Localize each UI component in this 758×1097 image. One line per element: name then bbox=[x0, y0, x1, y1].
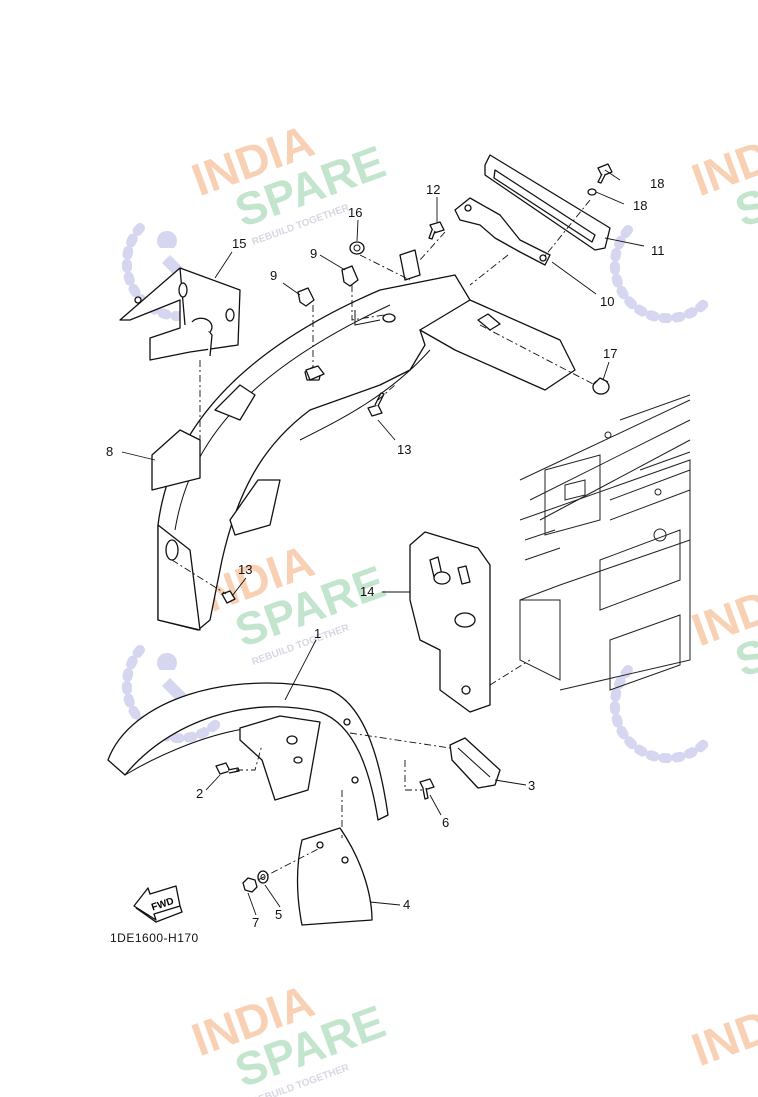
callout-16: 18 bbox=[650, 176, 664, 191]
callout-3: 3 bbox=[528, 778, 535, 793]
watermark-logo: INDIA SPARE REBUILD TOGETHER bbox=[185, 114, 392, 248]
watermark-wrench-icon bbox=[609, 665, 713, 764]
callout-6: 6 bbox=[442, 815, 449, 830]
callout-12: 11 bbox=[651, 243, 665, 258]
callout-10: 13 bbox=[238, 562, 252, 577]
part-17-washer[interactable] bbox=[587, 188, 597, 196]
part-1-front-fender[interactable] bbox=[107, 682, 389, 821]
callout-4: 4 bbox=[403, 897, 410, 912]
watermark-logo: INDIA SPARE bbox=[685, 114, 758, 237]
callout-2: 2 bbox=[196, 786, 203, 801]
callout-17: 18 bbox=[633, 198, 647, 213]
callout-18-right: 17 bbox=[603, 346, 617, 361]
part-4-front-mud-flap[interactable] bbox=[296, 827, 373, 926]
callout-14: 14 bbox=[360, 584, 374, 599]
part-12-plate-bracket[interactable] bbox=[484, 154, 611, 251]
callout-13-bottom: 13 bbox=[397, 442, 411, 457]
part-9-clip-left[interactable] bbox=[297, 287, 315, 307]
callout-8: 8 bbox=[106, 444, 113, 459]
part-6-bolt[interactable] bbox=[419, 778, 435, 800]
watermark-logo: INDIA SPARE bbox=[685, 564, 758, 687]
part-9-clip-right[interactable] bbox=[341, 265, 359, 287]
part-2-bolt[interactable] bbox=[215, 762, 240, 775]
part-14-mud-flap[interactable] bbox=[409, 531, 491, 713]
callouts: 18 18 11 10 12 16 15 9 9 17 8 13 13 14 1… bbox=[106, 176, 665, 930]
assembly-lines bbox=[171, 199, 596, 881]
callout-15: 15 bbox=[232, 236, 246, 251]
clip-mount bbox=[305, 365, 325, 381]
part-13-bolt-top[interactable] bbox=[428, 221, 445, 240]
leader-lines bbox=[121, 169, 645, 916]
part-7-nut[interactable] bbox=[242, 877, 258, 893]
part-11-bracket[interactable] bbox=[454, 197, 551, 266]
callout-5: 5 bbox=[275, 907, 282, 922]
callout-1: 1 bbox=[314, 626, 321, 641]
drawing-code: 1DE1600-H170 bbox=[110, 931, 199, 945]
watermark-india: INDIA bbox=[685, 984, 758, 1076]
callout-13-top: 12 bbox=[426, 182, 440, 197]
callout-11: 10 bbox=[600, 294, 614, 309]
callout-9-right: 9 bbox=[310, 246, 317, 261]
watermark-logo: INDIA SPARE REBUILD TOGETHER bbox=[185, 974, 392, 1097]
callout-7: 7 bbox=[252, 915, 259, 930]
part-15-bracket[interactable] bbox=[119, 267, 241, 361]
part-18-grommet-right[interactable] bbox=[592, 377, 610, 395]
watermark-logo: INDIA bbox=[685, 984, 758, 1076]
part-18-grommet-top[interactable] bbox=[349, 241, 365, 255]
watermark-wrench-icon bbox=[609, 225, 713, 324]
fwd-arrow-icon: FWD bbox=[133, 885, 183, 923]
callout-18-top: 16 bbox=[348, 205, 362, 220]
frame-outline bbox=[519, 394, 691, 691]
part-3-reflector[interactable] bbox=[449, 737, 501, 789]
callout-9-left: 9 bbox=[270, 268, 277, 283]
